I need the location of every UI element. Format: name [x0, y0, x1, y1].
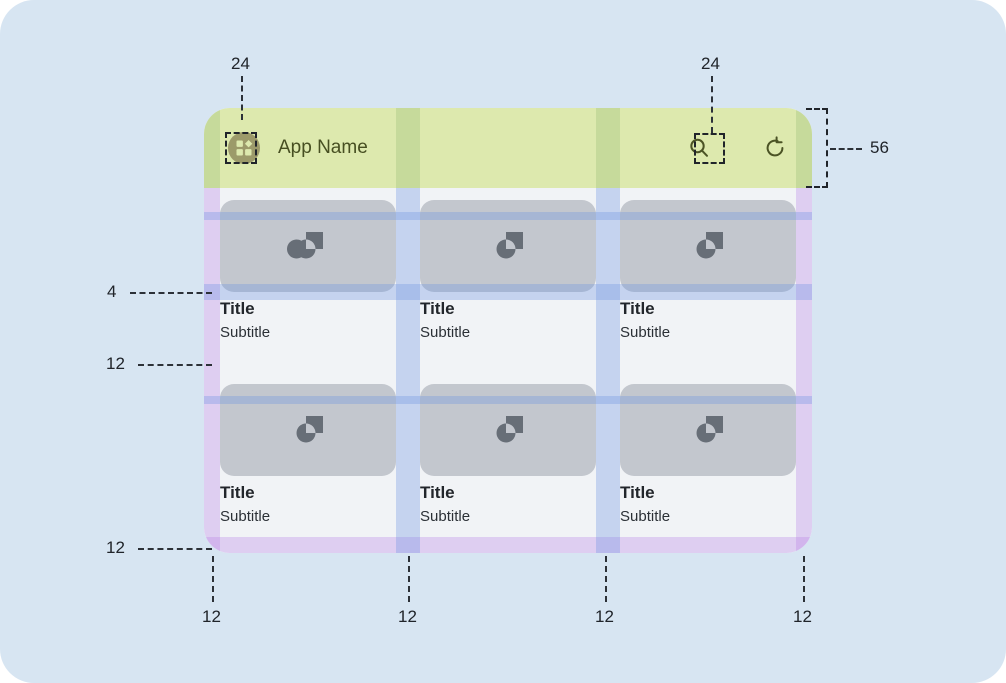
annotation-leader-line — [212, 556, 214, 602]
annotation-label-media-title-gap: 4 — [107, 282, 117, 301]
search-icon — [690, 138, 708, 157]
annotation-leader-line — [605, 556, 607, 602]
refresh-icon — [766, 136, 784, 157]
card-subtitle: Subtitle — [620, 324, 671, 341]
card-media — [220, 200, 396, 292]
image-placeholder-icon — [296, 416, 323, 443]
card-item[interactable]: Title Subtitle — [620, 384, 796, 527]
app-bar: App Name — [204, 108, 812, 188]
annotation-label-appbar-height: 56 — [870, 138, 889, 157]
card-title: Title — [620, 299, 655, 318]
card-title: Title — [420, 483, 455, 502]
card-item[interactable]: Title Subtitle — [420, 384, 596, 527]
card-text: Title Subtitle — [220, 476, 396, 527]
annotation-leader-line — [130, 292, 212, 294]
card-subtitle: Subtitle — [620, 508, 671, 525]
annotation-box-leading-icon — [225, 132, 257, 164]
card-text: Title Subtitle — [420, 292, 596, 343]
card-media — [420, 200, 596, 292]
card-text: Title Subtitle — [620, 476, 796, 527]
app-bar-title: App Name — [278, 137, 368, 158]
annotation-label-column-gap-2: 12 — [595, 607, 614, 626]
card-subtitle: Subtitle — [420, 324, 471, 341]
annotation-leader-line — [241, 76, 243, 120]
card-item[interactable]: Title Subtitle — [420, 200, 596, 343]
card-media — [220, 384, 396, 476]
image-placeholder-icon — [696, 232, 723, 259]
annotation-label-leading-icon-size: 24 — [231, 54, 250, 73]
annotation-leader-line — [138, 548, 212, 550]
card-grid: Title Subtitle Title Subtitle — [204, 188, 812, 553]
annotation-leader-line — [138, 364, 212, 366]
card-title: Title — [620, 483, 655, 502]
card-text: Title Subtitle — [420, 476, 596, 527]
annotation-label-row-gap: 12 — [106, 354, 125, 373]
card-subtitle: Subtitle — [220, 324, 271, 341]
annotation-leader-line — [830, 148, 862, 150]
app-grid-icon — [228, 132, 260, 164]
annotation-label-bottom-padding: 12 — [106, 538, 125, 557]
annotation-label-column-gap-1: 12 — [398, 607, 417, 626]
annotation-leader-line — [711, 76, 713, 133]
card-item[interactable]: Title Subtitle — [620, 200, 796, 343]
card-media — [620, 200, 796, 292]
card-title: Title — [220, 299, 255, 318]
card-item[interactable]: Title Subtitle — [220, 200, 396, 343]
card-subtitle: Subtitle — [420, 508, 471, 525]
annotation-label-left-padding: 12 — [202, 607, 221, 626]
annotation-box-search-icon — [694, 133, 725, 164]
image-placeholder-icon — [496, 232, 523, 259]
card-media — [420, 384, 596, 476]
app-bar-leading-button[interactable] — [228, 132, 260, 164]
card-subtitle: Subtitle — [220, 508, 271, 525]
card-text: Title Subtitle — [620, 292, 796, 343]
search-button[interactable] — [686, 135, 712, 161]
annotation-leader-line — [803, 556, 805, 602]
card-text: Title Subtitle — [220, 292, 396, 343]
refresh-button[interactable] — [762, 135, 788, 161]
card-item[interactable]: Title Subtitle — [220, 384, 396, 527]
image-placeholder-icon — [287, 232, 323, 259]
card-title: Title — [220, 483, 255, 502]
card-media — [620, 384, 796, 476]
card-title: Title — [420, 299, 455, 318]
annotation-bracket-appbar-height — [806, 108, 828, 188]
annotation-label-search-icon-size: 24 — [701, 54, 720, 73]
annotation-leader-line — [408, 556, 410, 602]
image-placeholder-icon — [496, 416, 523, 443]
annotation-label-right-padding: 12 — [793, 607, 812, 626]
image-placeholder-icon — [696, 416, 723, 443]
